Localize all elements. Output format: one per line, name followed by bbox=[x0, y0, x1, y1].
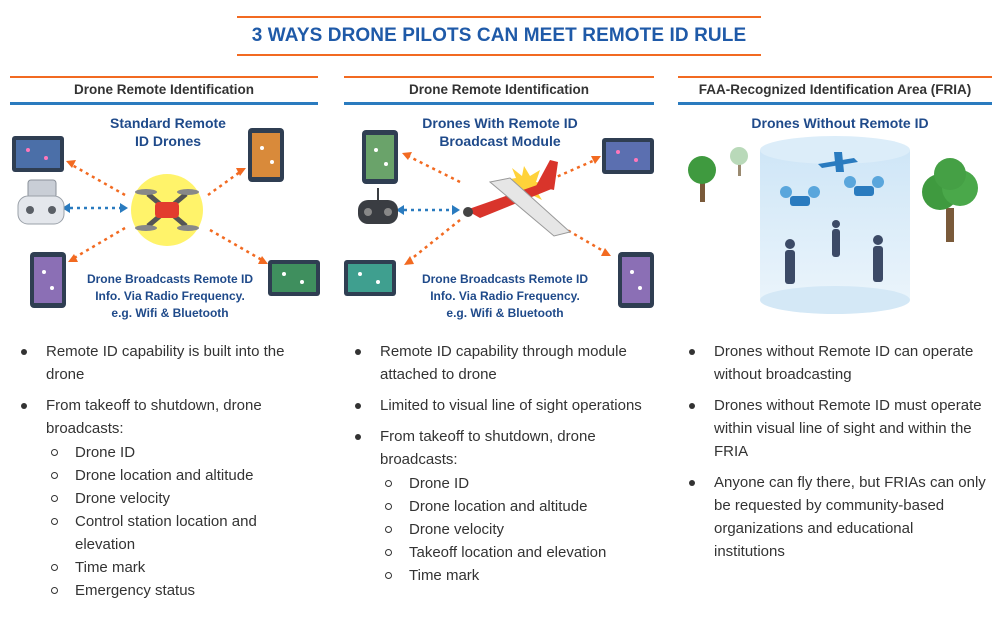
list-item: Remote ID capability is built into the d… bbox=[16, 340, 316, 386]
panel-1-caption-line-2: Info. Via Radio Frequency. bbox=[95, 289, 245, 303]
panel-1-header: Drone Remote Identification bbox=[10, 76, 318, 105]
list-item: Limited to visual line of sight operatio… bbox=[350, 394, 650, 417]
sub-list-item: Time mark bbox=[46, 556, 316, 579]
sub-list-item: Drone ID bbox=[380, 472, 650, 495]
panel-1-subtitle-line-2: ID Drones bbox=[134, 133, 202, 149]
panel-1-caption-line-1: Drone Broadcasts Remote ID bbox=[86, 272, 254, 286]
panel-1-header-label: Drone Remote Identification bbox=[73, 82, 254, 97]
panel-2-header: Drone Remote Identification bbox=[344, 76, 654, 105]
tree-right-icon bbox=[922, 158, 978, 242]
panel-3-bullet-list: Drones without Remote ID can operate wit… bbox=[684, 340, 988, 571]
panel-2-caption-line-2: Info. Via Radio Frequency. bbox=[430, 289, 580, 303]
panel-2-caption-line-1: Drone Broadcasts Remote ID bbox=[421, 272, 589, 286]
list-item-text: From takeoff to shutdown, drone broadcas… bbox=[380, 428, 596, 468]
list-item-text: From takeoff to shutdown, drone broadcas… bbox=[46, 397, 262, 437]
panel-1-header-top-rule bbox=[10, 76, 318, 78]
panel-1-header-bottom-rule bbox=[10, 102, 318, 105]
main-title-block: 3 WAYS DRONE PILOTS CAN MEET REMOTE ID R… bbox=[237, 16, 761, 56]
tablet-top-left-icon bbox=[362, 130, 398, 184]
list-item-text: Drones without Remote ID must operate wi… bbox=[714, 397, 982, 460]
list-item-text: Drones without Remote ID can operate wit… bbox=[714, 343, 974, 383]
list-item-text: Anyone can fly there, but FRIAs can only… bbox=[714, 474, 986, 560]
list-item: Drones without Remote ID must operate wi… bbox=[684, 394, 988, 463]
title-bottom-rule bbox=[237, 54, 761, 56]
panel-3-header-bottom-rule bbox=[678, 102, 992, 105]
tree-small-icon bbox=[730, 147, 748, 176]
sub-list-item: Control station location and elevation bbox=[46, 510, 316, 556]
panel-1-bullet-list: Remote ID capability is built into the d… bbox=[16, 340, 316, 610]
list-item: Anyone can fly there, but FRIAs can only… bbox=[684, 471, 988, 563]
tree-left-icon bbox=[688, 156, 716, 202]
fixed-wing-drone-icon bbox=[818, 152, 858, 172]
remote-controller-icon bbox=[17, 179, 65, 225]
panel-3-header-top-rule bbox=[678, 76, 992, 78]
panel-1-caption: Drone Broadcasts Remote ID Info. Via Rad… bbox=[70, 271, 270, 322]
remote-controller-icon bbox=[358, 188, 398, 224]
panel-2-caption-line-3: e.g. Wifi & Bluetooth bbox=[446, 306, 564, 320]
panel-3-subtitle: Drones Without Remote ID bbox=[730, 114, 950, 132]
sub-list-item: Drone location and altitude bbox=[46, 464, 316, 487]
panel-1-caption-line-3: e.g. Wifi & Bluetooth bbox=[111, 306, 229, 320]
list-item-text: Limited to visual line of sight operatio… bbox=[380, 397, 642, 414]
sub-list-item: Drone velocity bbox=[380, 518, 650, 541]
sub-list-item: Drone location and altitude bbox=[380, 495, 650, 518]
sub-list-item: Time mark bbox=[380, 564, 650, 587]
sub-list: Drone ID Drone location and altitude Dro… bbox=[380, 472, 650, 587]
main-title: 3 WAYS DRONE PILOTS CAN MEET REMOTE ID R… bbox=[251, 25, 747, 46]
panel-2-header-top-rule bbox=[344, 76, 654, 78]
list-item: From takeoff to shutdown, drone broadcas… bbox=[350, 425, 650, 587]
panel-2-header-bottom-rule bbox=[344, 102, 654, 105]
list-item: Remote ID capability through module atta… bbox=[350, 340, 650, 386]
panel-2-subtitle-line-1: Drones With Remote ID bbox=[422, 115, 578, 131]
panel-1-subtitle-line-1: Standard Remote bbox=[110, 115, 226, 131]
quadcopter-drone-right-icon bbox=[844, 176, 884, 196]
panel-3-header-label: FAA-Recognized Identification Area (FRIA… bbox=[698, 82, 972, 97]
panel-3-illustration bbox=[688, 136, 978, 314]
quadcopter-drone-icon bbox=[135, 189, 199, 231]
pilot-figures-icon bbox=[785, 220, 883, 284]
panel-2-caption: Drone Broadcasts Remote ID Info. Via Rad… bbox=[405, 271, 605, 322]
sub-list-item: Drone ID bbox=[46, 441, 316, 464]
list-item: From takeoff to shutdown, drone broadcas… bbox=[16, 394, 316, 602]
tablet-bottom-right-icon bbox=[618, 252, 654, 308]
sub-list-item: Takeoff location and elevation bbox=[380, 541, 650, 564]
list-item-text: Remote ID capability is built into the d… bbox=[46, 343, 285, 383]
panel-1-illustration bbox=[12, 128, 320, 308]
tablet-top-right-icon bbox=[602, 138, 654, 174]
quadcopter-drone-left-icon bbox=[780, 186, 820, 206]
sub-list-item: Emergency status bbox=[46, 579, 316, 602]
panel-1-subtitle: Standard Remote ID Drones bbox=[84, 114, 252, 150]
panel-2-header-label: Drone Remote Identification bbox=[408, 82, 589, 97]
title-top-rule bbox=[237, 16, 761, 18]
tablet-top-right-icon bbox=[248, 128, 284, 182]
list-item-text: Remote ID capability through module atta… bbox=[380, 343, 627, 383]
sub-list: Drone ID Drone location and altitude Dro… bbox=[46, 441, 316, 602]
list-item: Drones without Remote ID can operate wit… bbox=[684, 340, 988, 386]
panel-2-bullet-list: Remote ID capability through module atta… bbox=[350, 340, 650, 595]
tablet-bottom-left-icon bbox=[344, 260, 396, 296]
tablet-top-left-icon bbox=[12, 136, 64, 172]
panel-2-subtitle-line-2: Broadcast Module bbox=[439, 133, 561, 149]
panel-2-illustration bbox=[344, 130, 654, 308]
sub-list-item: Drone velocity bbox=[46, 487, 316, 510]
fixed-wing-plane-icon bbox=[463, 160, 572, 237]
tablet-bottom-right-icon bbox=[268, 260, 320, 296]
panel-3-header: FAA-Recognized Identification Area (FRIA… bbox=[678, 76, 992, 105]
tablet-bottom-left-icon bbox=[30, 252, 66, 308]
panel-3-subtitle-line-1: Drones Without Remote ID bbox=[751, 115, 929, 131]
panel-2-subtitle: Drones With Remote ID Broadcast Module bbox=[400, 114, 600, 150]
